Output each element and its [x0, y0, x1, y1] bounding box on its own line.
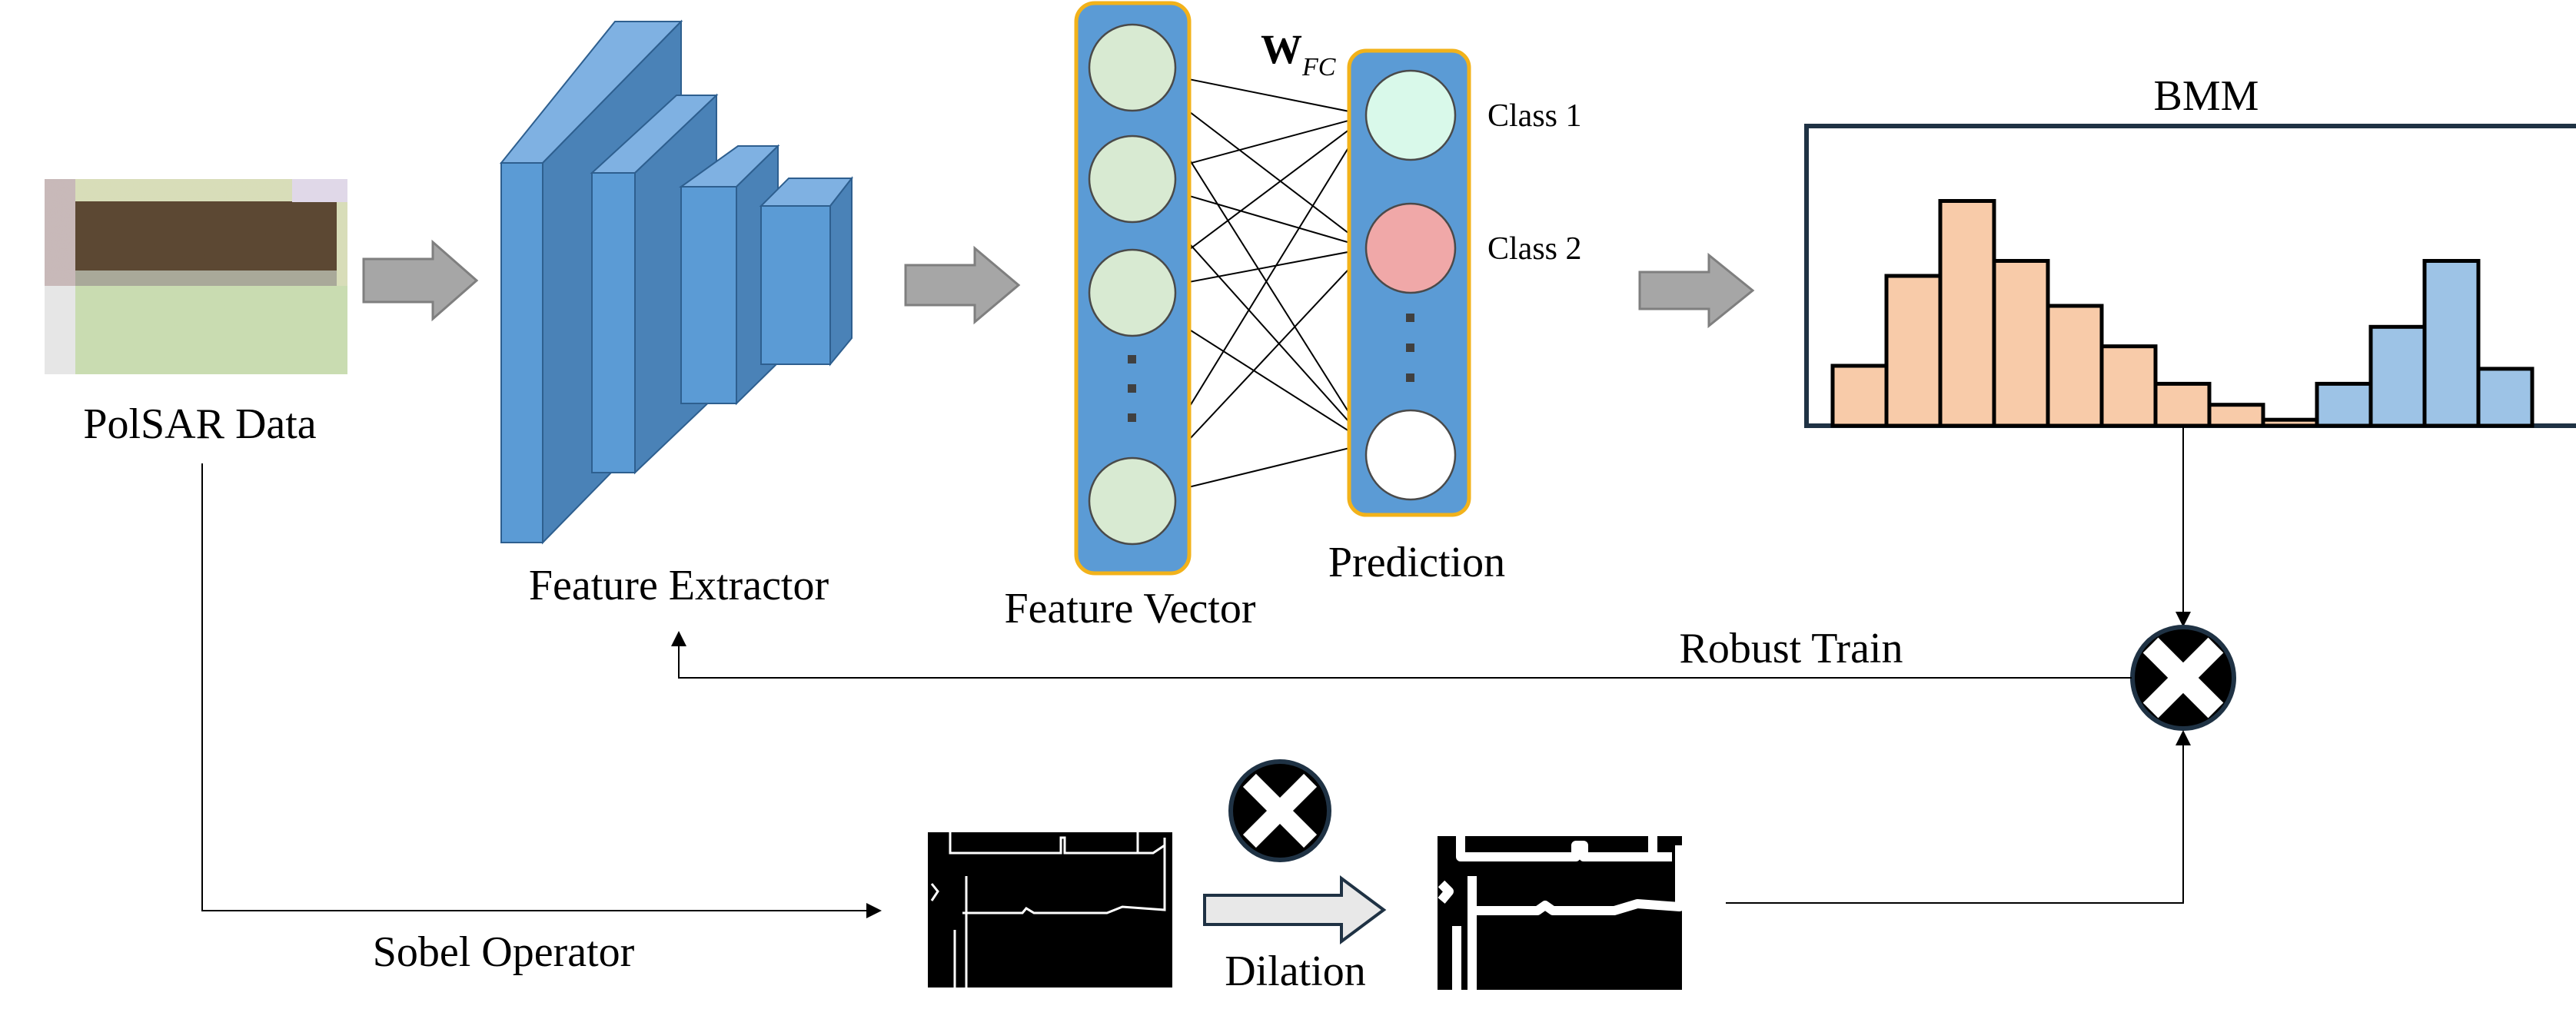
block-arrow-2	[904, 245, 1021, 325]
cnn-block-4	[759, 176, 854, 367]
block-arrow-1	[362, 239, 479, 322]
histogram-bar-orange	[1992, 259, 2050, 428]
robust-train-arrow	[671, 631, 2132, 679]
feature-node	[1088, 134, 1177, 224]
histogram-bar-blue	[2315, 381, 2373, 428]
ellipsis-dots	[1406, 314, 1414, 382]
prediction-label: Prediction	[1328, 539, 1505, 586]
histogram-bar-orange	[2153, 381, 2212, 428]
histogram-bar-orange	[1830, 363, 1889, 428]
dilated-to-combine-line	[1726, 730, 2191, 904]
histogram-bar-blue	[2422, 259, 2481, 428]
histogram-bar-orange	[1884, 274, 1943, 428]
sobel-arrow	[201, 463, 882, 918]
class1-label: Class 1	[1487, 98, 1582, 134]
dilation-label: Dilation	[1225, 948, 1366, 995]
histogram-bar-blue	[2368, 324, 2427, 428]
class1-node	[1364, 69, 1457, 161]
polsar-label: PolSAR Data	[83, 400, 316, 448]
dilated-edge-image	[1438, 836, 1684, 990]
combine-operator-icon	[2130, 625, 2236, 731]
block-arrow-3	[1638, 252, 1755, 329]
histogram-bar-orange	[1938, 199, 1996, 428]
dilation-icon	[1228, 759, 1331, 862]
feature-node	[1088, 456, 1177, 546]
class-n-node	[1364, 409, 1457, 501]
robust-train-label: Robust Train	[1680, 625, 1903, 672]
class2-label: Class 2	[1487, 231, 1582, 267]
feature-vector-label: Feature Vector	[1004, 585, 1255, 632]
ellipsis-dots	[1128, 355, 1136, 422]
sobel-label: Sobel Operator	[373, 928, 635, 976]
feature-node	[1088, 248, 1177, 337]
prediction-column	[1347, 48, 1471, 517]
histogram-bar-orange	[2046, 304, 2104, 428]
feature-node	[1088, 23, 1177, 112]
feature-extractor-cnn	[499, 19, 854, 545]
histogram-bar-orange	[2099, 344, 2158, 428]
dilation-arrow	[1203, 875, 1387, 944]
sobel-edge-image	[928, 832, 1172, 988]
histogram-bar-blue	[2476, 367, 2534, 428]
weight-label: WFC	[1261, 26, 1336, 81]
feature-extractor-label: Feature Extractor	[529, 562, 829, 609]
bmm-title: BMM	[2154, 72, 2259, 120]
class2-node	[1364, 202, 1457, 294]
feature-vector-column	[1074, 1, 1192, 576]
bmm-histogram-bars	[1830, 199, 2534, 428]
histogram-bar-orange	[2261, 417, 2319, 428]
histogram-bar-orange	[2207, 403, 2265, 428]
polsar-image	[45, 179, 347, 374]
